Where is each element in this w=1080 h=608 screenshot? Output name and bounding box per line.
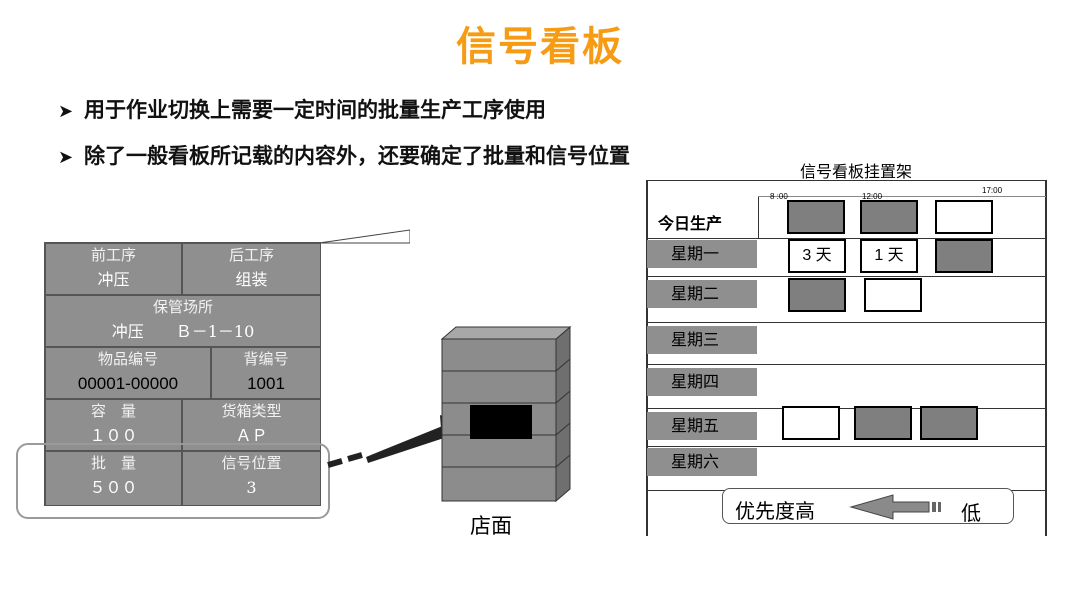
rack-top-line: [646, 180, 1046, 181]
day-label-thu: 星期四: [647, 368, 757, 396]
rack-kanban-slot: [787, 200, 845, 234]
bullet-2-text: 除了一般看板所记载的内容外，还要确定了批量和信号位置: [84, 144, 630, 168]
rack-rail: [646, 364, 1046, 365]
rack-kanban-slot: 3 天: [788, 239, 846, 273]
rack-kanban-slot: [854, 406, 912, 440]
priority-high-label: 优先度高: [735, 499, 815, 523]
rack-kanban-slot: 1 天: [860, 239, 918, 273]
next-process-label: 后工序: [228, 246, 274, 264]
highlight-frame: [16, 443, 330, 519]
store-label: 店面: [470, 514, 512, 538]
priority-arrow-icon: [849, 494, 941, 520]
day-label-tue: 星期二: [647, 280, 757, 308]
day-label-mon: 星期一: [647, 240, 757, 268]
rack-left-post: [646, 180, 648, 536]
bullet-2: ➤ 除了一般看板所记载的内容外，还要确定了批量和信号位置: [58, 140, 630, 170]
slot-label: 3 天: [802, 247, 832, 264]
box-type-cell: 货箱类型 ＡＰ: [182, 399, 321, 451]
store-shelf: [440, 325, 572, 503]
rack-time-line: [758, 196, 1046, 197]
rack-kanban-slot: [782, 406, 840, 440]
lot-value: ５００: [89, 478, 138, 497]
box-type-value: ＡＰ: [235, 426, 268, 445]
priority-bar: 优先度高 低: [722, 488, 1014, 525]
today-production-label: 今日生产: [658, 214, 723, 233]
bullet-1: ➤ 用于作业切换上需要一定时间的批量生产工序使用: [58, 94, 546, 124]
storage-cell: 保管场所 冲压 Ｂ－1－10: [45, 295, 321, 347]
next-process-cell: 后工序 组装: [182, 243, 321, 295]
item-no-value: 00001-00000: [77, 374, 179, 393]
item-no-label: 物品编号: [97, 350, 158, 368]
rack-kanban-slot: [864, 278, 922, 312]
day-label-sat: 星期六: [647, 448, 757, 476]
time-label: 17:00: [982, 186, 1003, 195]
rack-rail: [646, 276, 1046, 277]
capacity-cell: 容 量 １００: [45, 399, 182, 451]
storage-value: 冲压 Ｂ－1－10: [111, 322, 255, 341]
rack-kanban-slot: [860, 200, 918, 234]
rack-kanban-slot: [788, 278, 846, 312]
rack-right-post: [1045, 180, 1047, 536]
back-no-label: 背编号: [243, 350, 289, 368]
prev-process-label: 前工序: [90, 246, 136, 264]
lot-label: 批 量: [90, 454, 136, 472]
back-no-value: 1001: [247, 374, 285, 393]
day-label-wed: 星期三: [647, 326, 757, 354]
prev-process-cell: 前工序 冲压: [45, 243, 182, 295]
store-diagram: [327, 325, 572, 503]
signal-pos-cell: 信号位置 3: [182, 451, 321, 506]
time-label: 8 :00: [770, 192, 788, 201]
page-title: 信号看板: [456, 24, 624, 70]
bullet-1-text: 用于作业切换上需要一定时间的批量生产工序使用: [84, 98, 546, 122]
signal-pos-value: 3: [246, 478, 257, 497]
rack-kanban-slot: [935, 200, 993, 234]
rack-rail: [646, 322, 1046, 323]
rack-rail: [646, 408, 1046, 409]
rack-kanban-slot: [935, 239, 993, 273]
slot-label: 1 天: [874, 247, 904, 264]
signal-pos-label: 信号位置: [221, 454, 282, 472]
storage-label: 保管场所: [152, 298, 213, 316]
time-label: 12:00: [862, 192, 883, 201]
rack-rail: [646, 238, 1046, 239]
rack-rail: [646, 446, 1046, 447]
day-label-fri: 星期五: [647, 412, 757, 440]
lot-cell: 批 量 ５００: [45, 451, 182, 506]
bullet-arrow-icon: ➤: [58, 101, 74, 122]
item-no-cell: 物品编号 00001-00000: [45, 347, 211, 399]
capacity-label: 容 量: [90, 402, 136, 420]
priority-low-label: 低: [961, 501, 981, 525]
capacity-value: １００: [89, 426, 138, 445]
prev-process-value: 冲压: [97, 270, 130, 289]
next-process-value: 组装: [235, 270, 268, 289]
rack-title: 信号看板挂置架: [800, 162, 913, 181]
kanban-card: 前工序 冲压 后工序 组装 保管场所 冲压 Ｂ－1－10 物品编号 00001-…: [44, 242, 321, 506]
bullet-arrow-icon: ➤: [58, 147, 74, 168]
rack-time-divider: [758, 196, 759, 238]
rack-kanban-slot: [920, 406, 978, 440]
box-type-label: 货箱类型: [221, 402, 282, 420]
back-no-cell: 背编号 1001: [211, 347, 321, 399]
